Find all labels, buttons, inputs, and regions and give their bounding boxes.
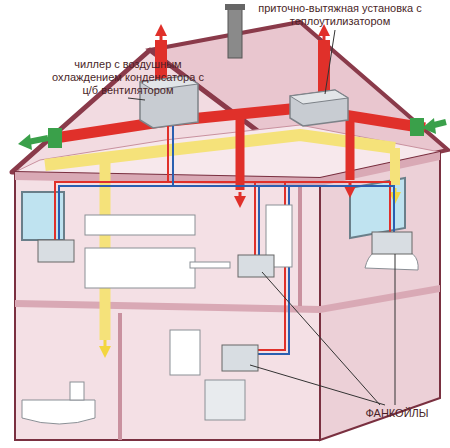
toilet bbox=[70, 382, 84, 400]
exhaust-duct bbox=[346, 118, 355, 180]
interior-wall bbox=[298, 186, 302, 306]
air-arrow bbox=[422, 118, 436, 134]
exhaust-duct bbox=[236, 115, 245, 190]
chimney bbox=[228, 8, 242, 58]
ventilation-unit bbox=[290, 90, 348, 126]
air-grille bbox=[410, 118, 424, 136]
callout-label: чиллер с воздушным охлаждением конденсат… bbox=[48, 58, 208, 97]
callout-label: приточно-вытяжная установка с теплоутили… bbox=[250, 2, 430, 28]
leader-line bbox=[325, 30, 335, 94]
kitchen-cabinets bbox=[85, 248, 195, 288]
leader-line bbox=[262, 272, 380, 405]
callout-label: ФАНКОЙЛЫ bbox=[352, 407, 442, 420]
chimney-cap bbox=[225, 4, 245, 10]
air-arrow bbox=[323, 30, 326, 40]
boiler bbox=[205, 380, 245, 420]
air-arrow bbox=[160, 30, 163, 40]
air-grille bbox=[48, 128, 62, 148]
wall-cabinets bbox=[85, 215, 195, 235]
table bbox=[190, 262, 230, 268]
return-pipe bbox=[59, 126, 394, 354]
interior-wall bbox=[118, 313, 122, 440]
air-arrow bbox=[104, 340, 107, 352]
supply-duct bbox=[390, 148, 400, 185]
door bbox=[170, 330, 200, 375]
air-arrow bbox=[18, 134, 32, 150]
supply-duct bbox=[45, 135, 395, 165]
air-arrow bbox=[239, 192, 242, 202]
supply-pipe bbox=[55, 126, 390, 350]
leader-line bbox=[128, 98, 145, 100]
bathtub bbox=[22, 400, 95, 424]
fancoil bbox=[38, 240, 74, 262]
leader-line bbox=[250, 365, 385, 405]
air-arrow bbox=[28, 138, 48, 142]
fancoil bbox=[372, 232, 412, 254]
window bbox=[22, 192, 64, 240]
chiller bbox=[140, 76, 198, 128]
fancoil bbox=[238, 255, 274, 277]
exhaust-stack bbox=[318, 40, 330, 95]
fancoil bbox=[222, 345, 258, 371]
leader-line bbox=[395, 254, 396, 405]
ventilation-unit-top bbox=[290, 90, 348, 104]
floor-slab bbox=[15, 285, 440, 313]
